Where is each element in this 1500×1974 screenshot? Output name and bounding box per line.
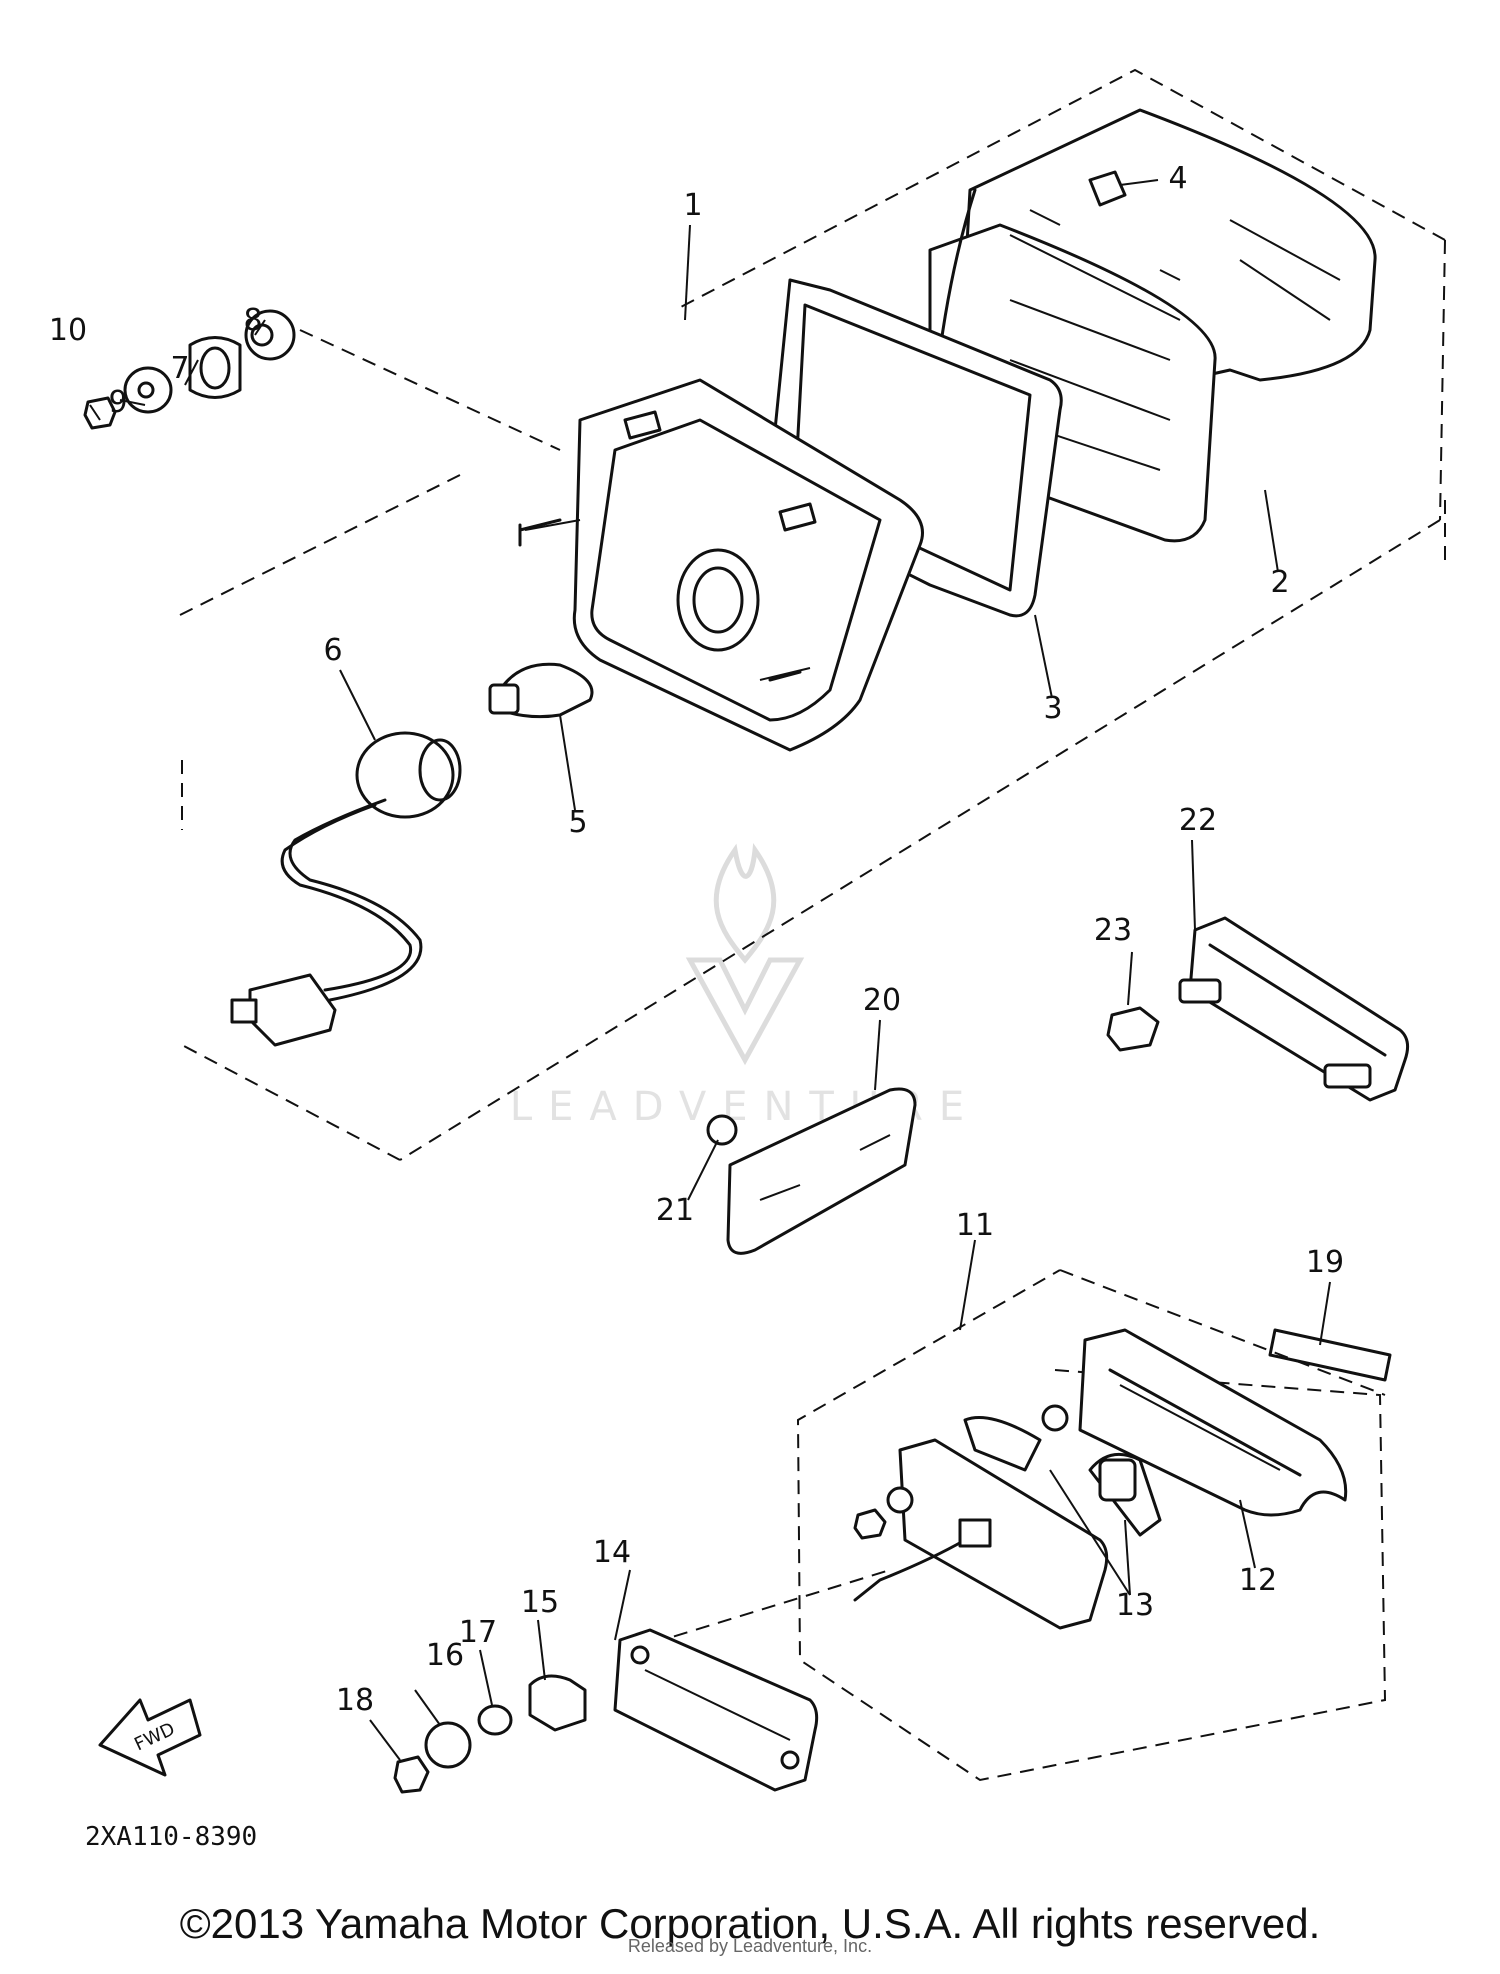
copyright-notice: ©2013 Yamaha Motor Corporation, U.S.A. A… [179,1900,1321,1947]
callout-6: 6 [323,633,342,668]
callout-19: 19 [1306,1245,1344,1280]
callout-15: 15 [521,1585,559,1620]
part-14-plate [613,1628,819,1792]
leadventure-watermark: LEADVENTURE [510,843,964,1130]
part-4-clip [1088,170,1127,207]
part-6-socket-harness [230,731,462,1047]
callout-4: 4 [1168,161,1187,196]
released-by-notice: Released by Leadventure, Inc. [627,1936,873,1956]
callout-14: 14 [593,1535,631,1570]
callout-labels: 1 2 3 4 5 6 7 8 9 10 11 12 13 14 15 16 1… [49,161,1344,1718]
part-12-license-housing [1078,1328,1348,1517]
part-13-bulbs [963,1404,1162,1537]
part-23-nut [1106,1006,1160,1052]
callout-16: 16 [426,1638,464,1673]
callout-1: 1 [683,188,702,223]
callout-9: 9 [108,385,127,420]
fwd-arrow-icon: FWD [98,1698,202,1777]
callout-10: 10 [49,313,87,348]
lower-assembly-boundary [629,1269,1387,1782]
part-22-reflector [1178,916,1410,1102]
callout-18: 18 [336,1683,374,1718]
part-11-bracket [853,1438,1109,1630]
callout-3: 3 [1043,691,1062,726]
leader-lines [89,179,1331,1761]
part-5-bulb [488,662,594,719]
callout-20: 20 [863,983,901,1018]
parts-15-18-fasteners [393,1674,587,1794]
callout-23: 23 [1094,913,1132,948]
part-19-label [1268,1328,1392,1382]
callout-5: 5 [568,805,587,840]
parts-7-10-fasteners [83,309,296,430]
part-21-nut [706,1114,738,1146]
part-3-gasket [767,278,1063,618]
callout-21: 21 [656,1193,694,1228]
callout-17: 17 [459,1615,497,1650]
part-20-side-reflector [726,1087,917,1255]
callout-2: 2 [1270,565,1289,600]
callout-11: 11 [956,1208,994,1243]
upper-assembly-boundary [179,68,1446,1161]
callout-13: 13 [1116,1588,1154,1623]
part-1-housing [518,378,924,752]
callout-7: 7 [170,351,189,386]
callout-22: 22 [1179,803,1217,838]
callout-8: 8 [243,303,262,338]
drawing-code: 2XA110-8390 [85,1822,257,1852]
callout-12: 12 [1239,1563,1277,1598]
